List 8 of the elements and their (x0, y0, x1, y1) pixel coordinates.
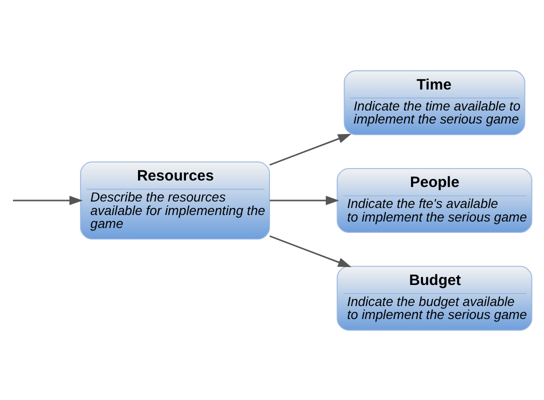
arrow (270, 195, 340, 205)
arrow (269, 133, 352, 166)
node-box: Budget Indicate the budget available to implement the serious game (336, 265, 532, 330)
arrow (269, 234, 352, 267)
arrow (12, 195, 83, 205)
node-box: People Indicate the fte's available to implement the serious game (336, 168, 532, 232)
node-box: Time Indicate the time available to implement the serious game (344, 70, 526, 135)
node-box: Resources Describe the resources available for implementing the game (80, 160, 270, 240)
